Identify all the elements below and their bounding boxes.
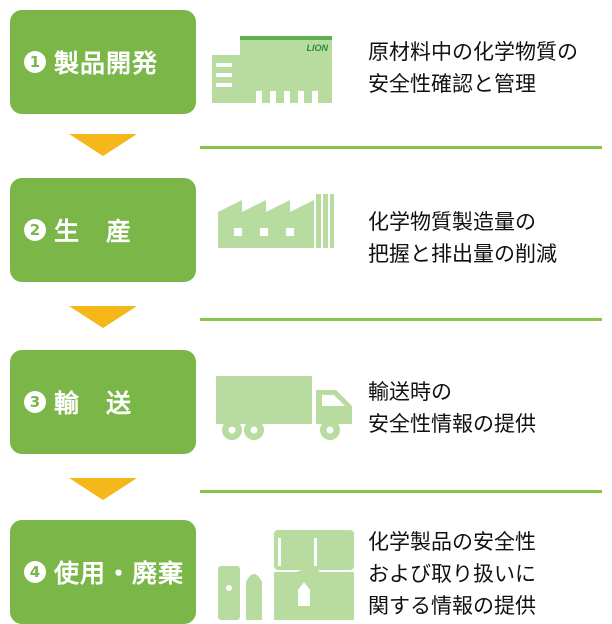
stage-description: 化学製品の安全性 および取り扱いに 関する情報の提供 xyxy=(368,526,536,622)
description-line: 安全性情報の提供 xyxy=(368,412,536,436)
down-arrow xyxy=(69,134,137,156)
stage-description: 化学物質製造量の 把握と排出量の削減 xyxy=(368,206,557,270)
stage-production: 2 生 産 xyxy=(10,178,196,282)
stage-use-disposal: 4 使用・廃棄 xyxy=(10,520,196,624)
description-line: および取り扱いに xyxy=(368,562,536,586)
stage-label: 製品開発 xyxy=(54,49,159,78)
divider-line xyxy=(200,146,602,149)
stage-description: 原材料中の化学物質の 安全性確認と管理 xyxy=(368,36,578,100)
stage-number-badge: 2 xyxy=(24,219,46,241)
logo-text: LION xyxy=(307,43,329,53)
stage-label: 輸 送 xyxy=(54,389,133,418)
divider-line xyxy=(200,318,602,321)
description-line: 化学物質製造量の xyxy=(368,210,536,234)
stage-transport: 3 輸 送 xyxy=(10,350,196,454)
description-line: 原材料中の化学物質の xyxy=(368,40,578,64)
factory-icon xyxy=(218,194,334,248)
stage-description: 輸送時の 安全性情報の提供 xyxy=(368,376,536,440)
stage-product-development: 1 製品開発 xyxy=(10,10,196,114)
product-containers-icon xyxy=(218,530,354,620)
description-line: 化学製品の安全性 xyxy=(368,530,536,554)
stage-label: 生 産 xyxy=(54,217,133,246)
description-line: 関する情報の提供 xyxy=(368,594,536,618)
office-building-icon: LION xyxy=(212,36,332,103)
divider-line xyxy=(200,490,602,493)
stage-number-badge: 1 xyxy=(24,51,46,73)
stage-number-badge: 4 xyxy=(24,561,46,583)
down-arrow xyxy=(69,306,137,328)
truck-icon xyxy=(216,376,352,440)
stage-label: 使用・廃棄 xyxy=(54,559,185,588)
description-line: 安全性確認と管理 xyxy=(368,72,536,96)
description-line: 把握と排出量の削減 xyxy=(368,242,557,266)
description-line: 輸送時の xyxy=(368,380,452,404)
down-arrow xyxy=(69,478,137,500)
stage-number-badge: 3 xyxy=(24,391,46,413)
